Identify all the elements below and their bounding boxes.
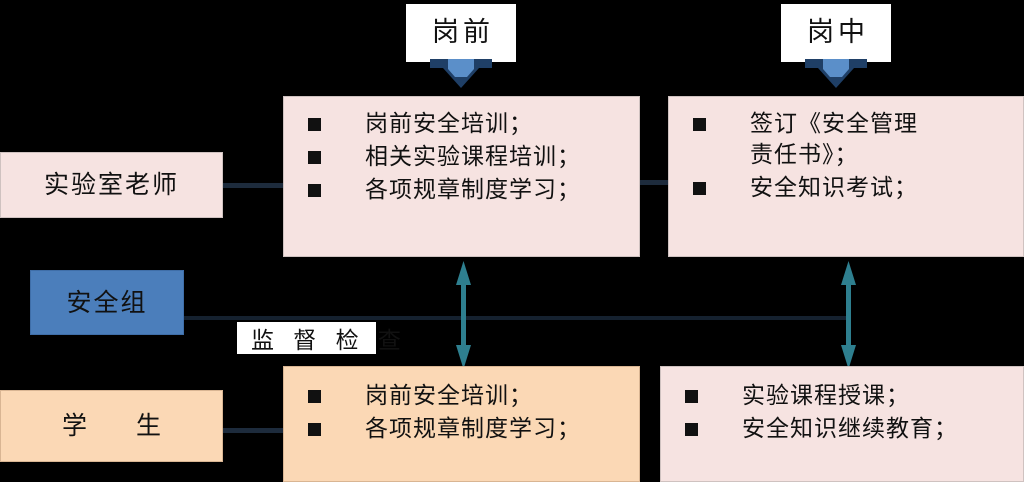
list-item: 相关实验课程培训； bbox=[298, 142, 629, 173]
actor-box-safety-group[interactable]: 安全组 bbox=[30, 270, 184, 335]
list-item: 安全知识继续教育； bbox=[675, 414, 1013, 445]
bullet-square-icon bbox=[685, 422, 698, 436]
list-item-text: 安全知识考试； bbox=[750, 174, 918, 201]
list-item: 岗前安全培训； bbox=[298, 109, 629, 140]
list-item-text: 签订《安全管理 责任书》； bbox=[750, 111, 918, 168]
content-box-teacher-pre-post[interactable]: 岗前安全培训； 相关实验课程培训； 各项规章制度学习； bbox=[283, 96, 640, 257]
phase-label-in-post: 岗中 bbox=[781, 4, 891, 62]
down-arrow-icon-in-post bbox=[805, 57, 867, 90]
actor-label-safety-group: 安全组 bbox=[66, 287, 148, 317]
bullet-square-icon bbox=[693, 181, 706, 195]
list-item: 各项规章制度学习； bbox=[298, 414, 629, 445]
double-arrow-icon-left bbox=[453, 261, 474, 369]
connector-teacher-to-pre-post bbox=[223, 183, 283, 188]
bullet-square-icon bbox=[308, 422, 321, 436]
phase-label-in-post-text: 岗中 bbox=[807, 17, 869, 49]
connector-teacher-pre-to-in-post bbox=[640, 180, 668, 185]
list-item: 签订《安全管理 责任书》； bbox=[683, 109, 1013, 171]
list-item: 各项规章制度学习； bbox=[298, 175, 629, 206]
down-arrow-icon-pre-post bbox=[430, 57, 492, 90]
bullet-square-icon bbox=[685, 390, 698, 403]
connector-supervision-line bbox=[184, 316, 851, 320]
bullet-square-icon bbox=[308, 150, 321, 164]
content-box-teacher-in-post[interactable]: 签订《安全管理 责任书》； 安全知识考试； bbox=[668, 96, 1024, 257]
bullet-square-icon bbox=[308, 118, 321, 131]
list-item-text: 岗前安全培训； bbox=[365, 111, 533, 137]
relation-label-supervise-text: 监 督 检 查 bbox=[251, 327, 407, 354]
list-item: 实验课程授课； bbox=[675, 381, 1013, 412]
list-item: 安全知识考试； bbox=[683, 173, 1013, 204]
relation-label-supervise: 监 督 检 查 bbox=[237, 322, 401, 354]
list-item-text: 安全知识继续教育； bbox=[742, 415, 958, 442]
list-item-text: 各项规章制度学习； bbox=[365, 415, 581, 442]
content-box-student-pre-post[interactable]: 岗前安全培训； 各项规章制度学习； bbox=[283, 366, 640, 482]
actor-box-student[interactable]: 学 生 bbox=[0, 390, 223, 462]
bullet-square-icon bbox=[693, 118, 706, 131]
list-item-text: 各项规章制度学习； bbox=[365, 176, 581, 203]
list-item-text: 相关实验课程培训； bbox=[365, 143, 581, 170]
connector-student-to-pre-post bbox=[223, 428, 283, 433]
double-arrow-icon-right bbox=[838, 261, 859, 369]
phase-label-pre-post: 岗前 bbox=[406, 4, 516, 62]
actor-label-lab-teacher: 实验室老师 bbox=[43, 170, 179, 200]
list-item: 岗前安全培训； bbox=[298, 381, 629, 412]
list-item-text: 岗前安全培训； bbox=[365, 383, 533, 409]
actor-box-lab-teacher[interactable]: 实验室老师 bbox=[0, 152, 223, 218]
bullet-square-icon bbox=[308, 390, 321, 403]
bullet-square-icon bbox=[308, 183, 321, 197]
list-item-text: 实验课程授课； bbox=[742, 383, 910, 409]
actor-label-student: 学 生 bbox=[61, 411, 173, 441]
phase-label-pre-post-text: 岗前 bbox=[432, 17, 494, 49]
content-box-student-in-post[interactable]: 实验课程授课； 安全知识继续教育； bbox=[660, 366, 1024, 482]
